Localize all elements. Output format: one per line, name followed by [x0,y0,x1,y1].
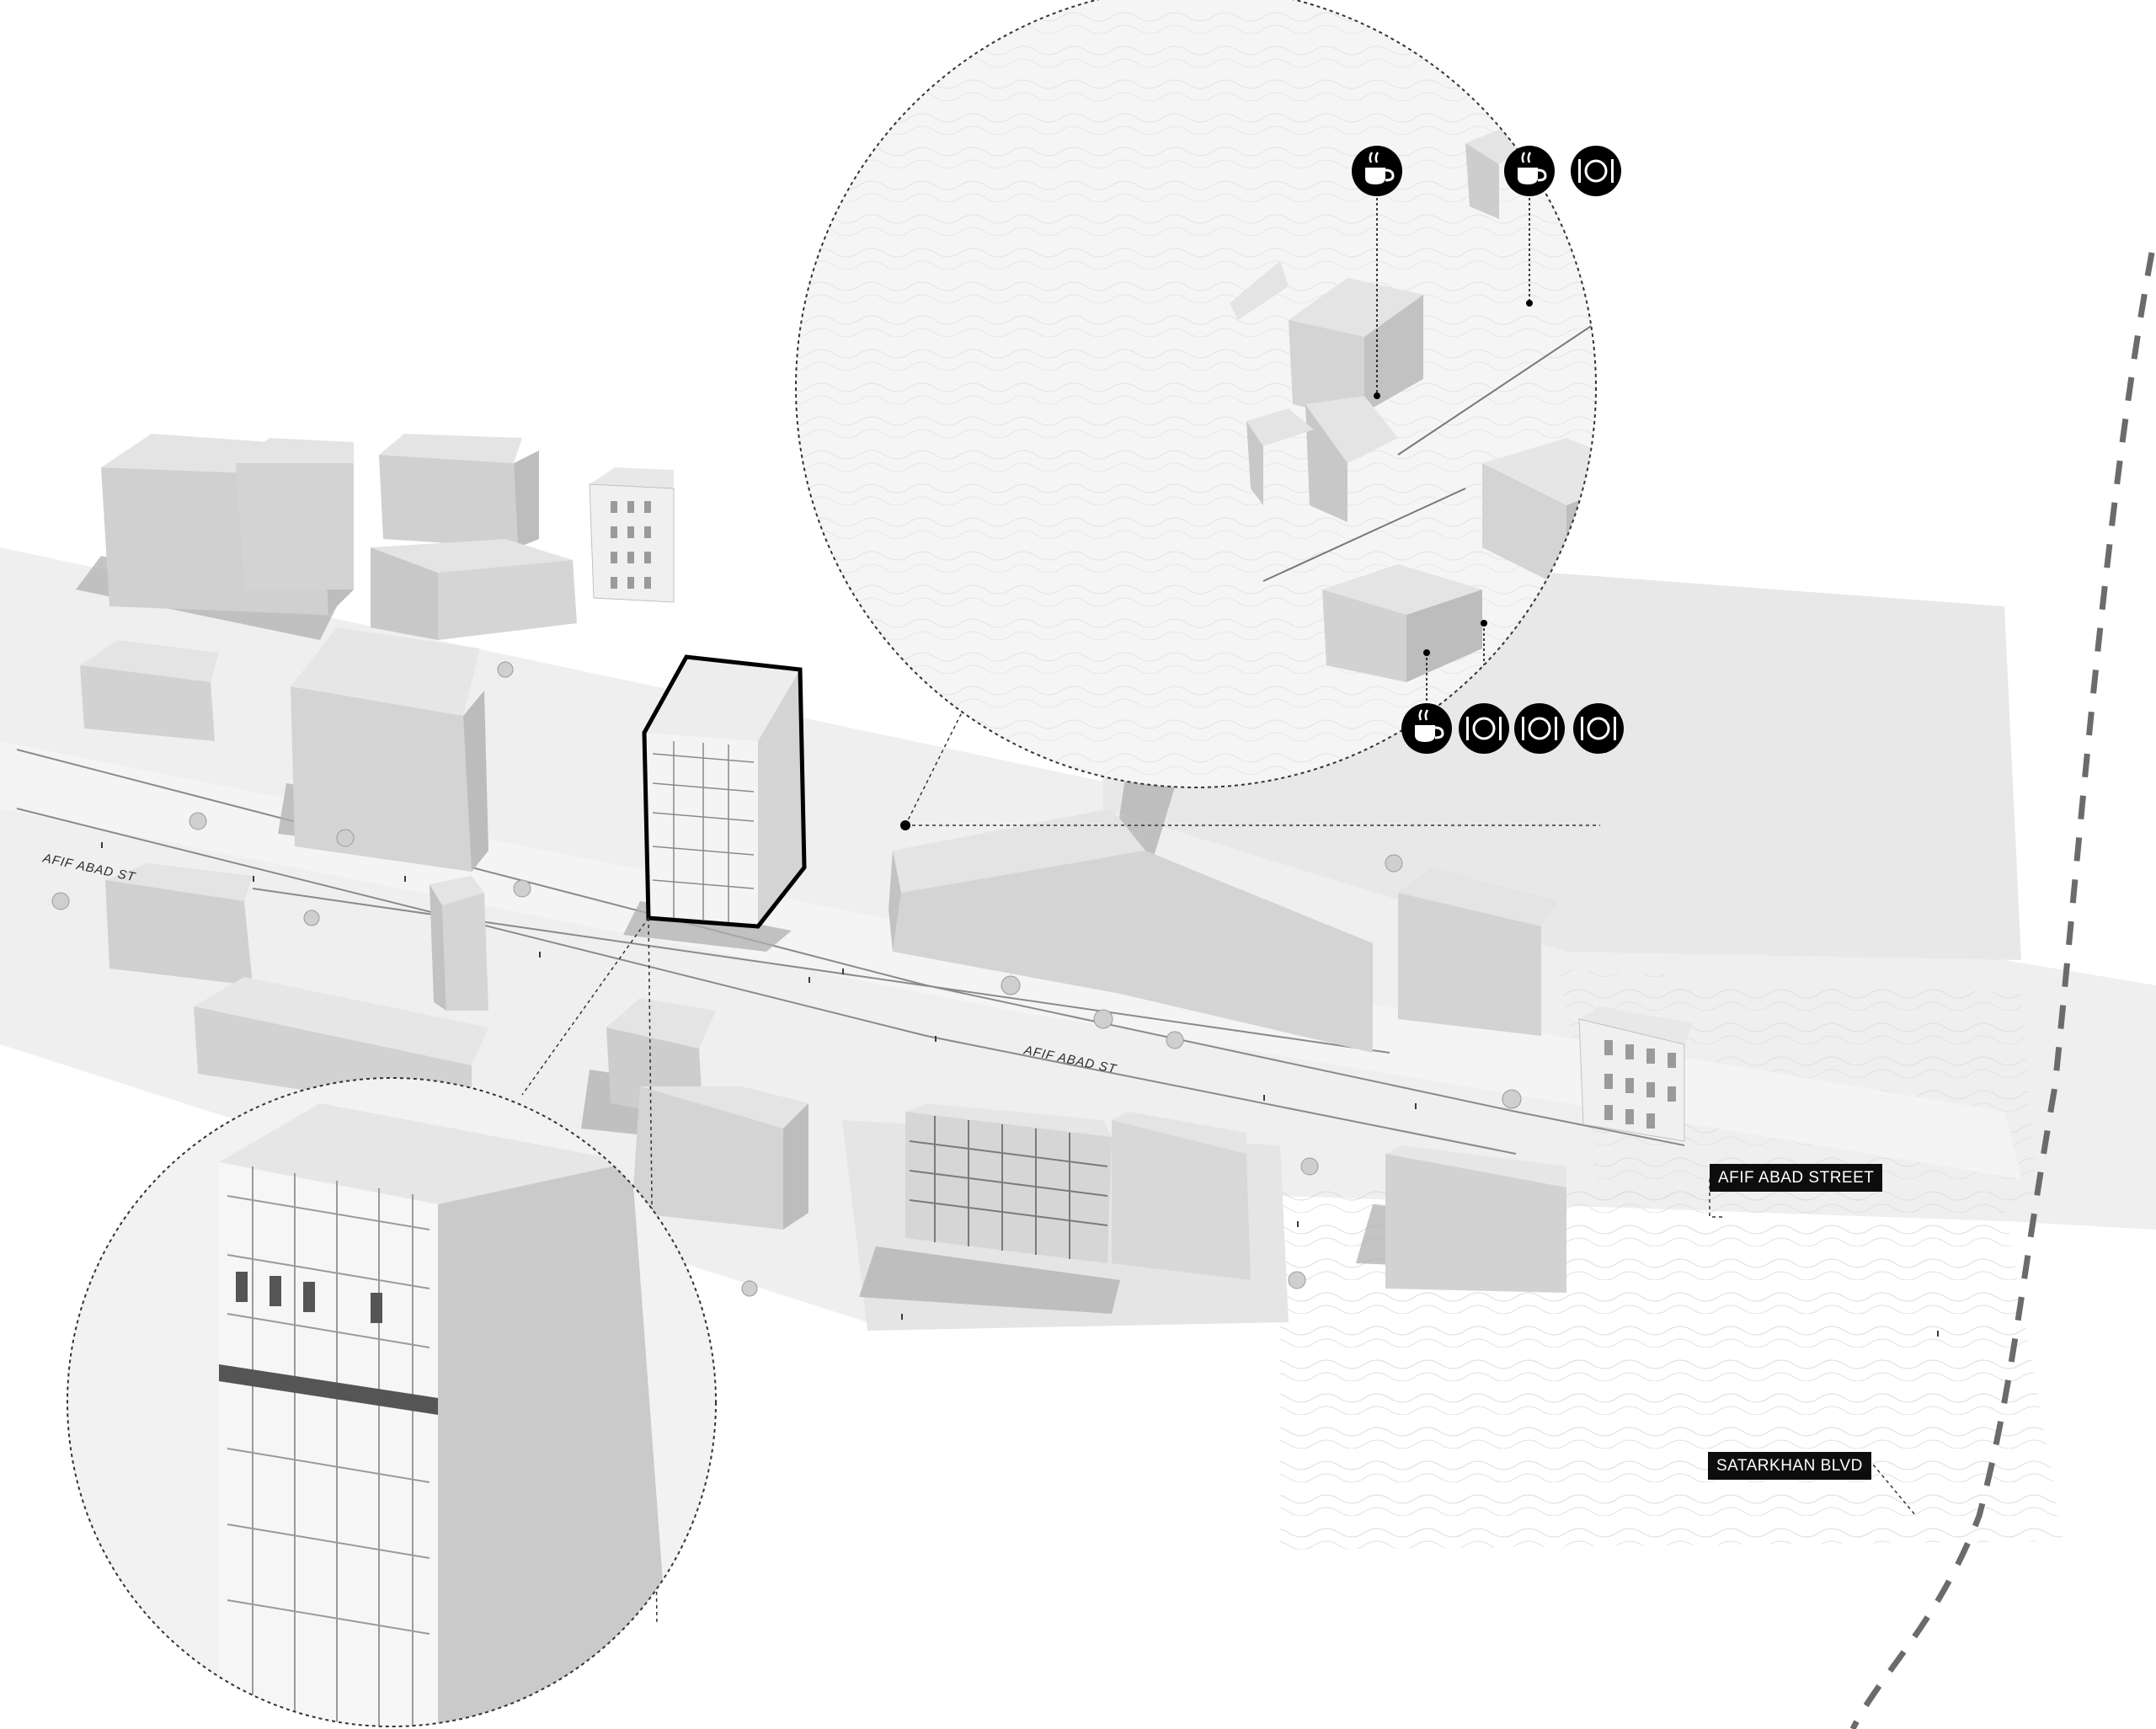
residential-tower-with-windows [589,467,675,603]
coffee-cup-icon [1401,703,1452,754]
building-block [889,808,1373,1053]
building-block [430,876,488,1011]
context-buildings [80,434,1693,1293]
afif-abad-street-tag: AFIF ABAD STREET [1710,1164,1883,1192]
coffee-cup-icon [1352,146,1402,196]
building-block [1112,1112,1251,1280]
highlighted-project-tower [642,654,807,929]
building-block [80,640,219,741]
apartment-block-with-grid-windows [905,1103,1112,1263]
plate-fork-knife-icon [1571,146,1621,196]
building-block [105,863,253,985]
top-detail-magnifier [795,0,1624,788]
residential-building-with-windows [1578,1006,1693,1142]
plate-fork-knife-icon [1514,703,1565,754]
building-block [371,539,577,640]
plate-fork-knife-icon [1573,703,1624,754]
building-block [291,627,488,872]
callout-dot [900,820,910,830]
building-block [632,1086,808,1230]
satarkhan-blvd-tag: SATARKHAN BLVD [1708,1452,1871,1480]
satarkhan-blvd-path [1849,252,2155,1729]
coffee-cup-icon [1504,146,1555,196]
street-trees [51,661,1522,1297]
bottom-detail-magnifier [67,1077,717,1727]
building-block [1398,867,1558,1036]
building-block [236,438,354,590]
plate-fork-knife-icon [1459,703,1509,754]
building-block [1385,1145,1566,1293]
building-block [379,434,539,547]
pedestrians [101,842,1939,1337]
